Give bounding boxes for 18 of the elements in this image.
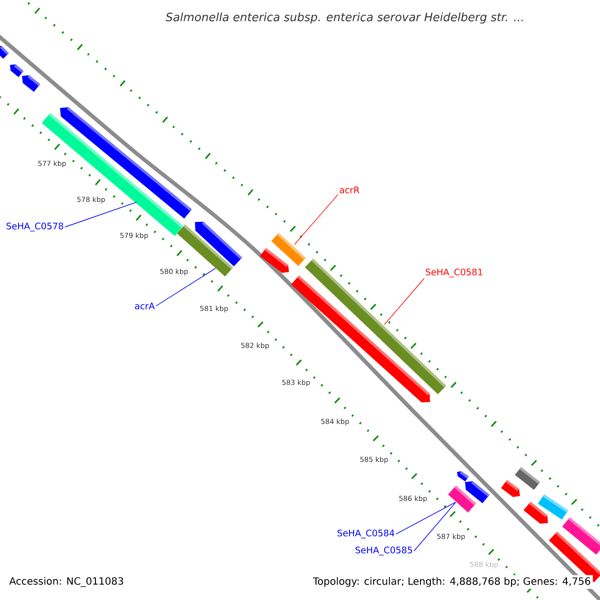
leader-line <box>64 202 137 228</box>
title: Salmonella enterica subsp. enterica serovar Heidelberg str. ... <box>166 12 523 24</box>
gene-label: SeHA_C0584 <box>338 530 394 538</box>
gene-label: acrR <box>340 186 360 194</box>
info-text: Accession: NC_011083 <box>7 575 126 589</box>
leader-line <box>294 194 338 245</box>
leader-line <box>156 268 216 306</box>
gene-bar <box>271 233 306 266</box>
info-text: Topology: circular; Length: 4,888,768 bp; Genes: 4,756 <box>310 575 593 589</box>
gene-label: SeHA_C0578 <box>6 222 64 232</box>
leader-line <box>384 278 424 325</box>
gene-bar <box>177 224 233 276</box>
leader-line <box>414 502 456 552</box>
leader-line <box>396 502 456 534</box>
gene-bar <box>448 486 476 512</box>
gene-label: SeHA_C0581 <box>426 268 482 278</box>
gene-label: SeHA_C0585 <box>356 546 412 556</box>
gene-label: acrA <box>135 302 155 310</box>
